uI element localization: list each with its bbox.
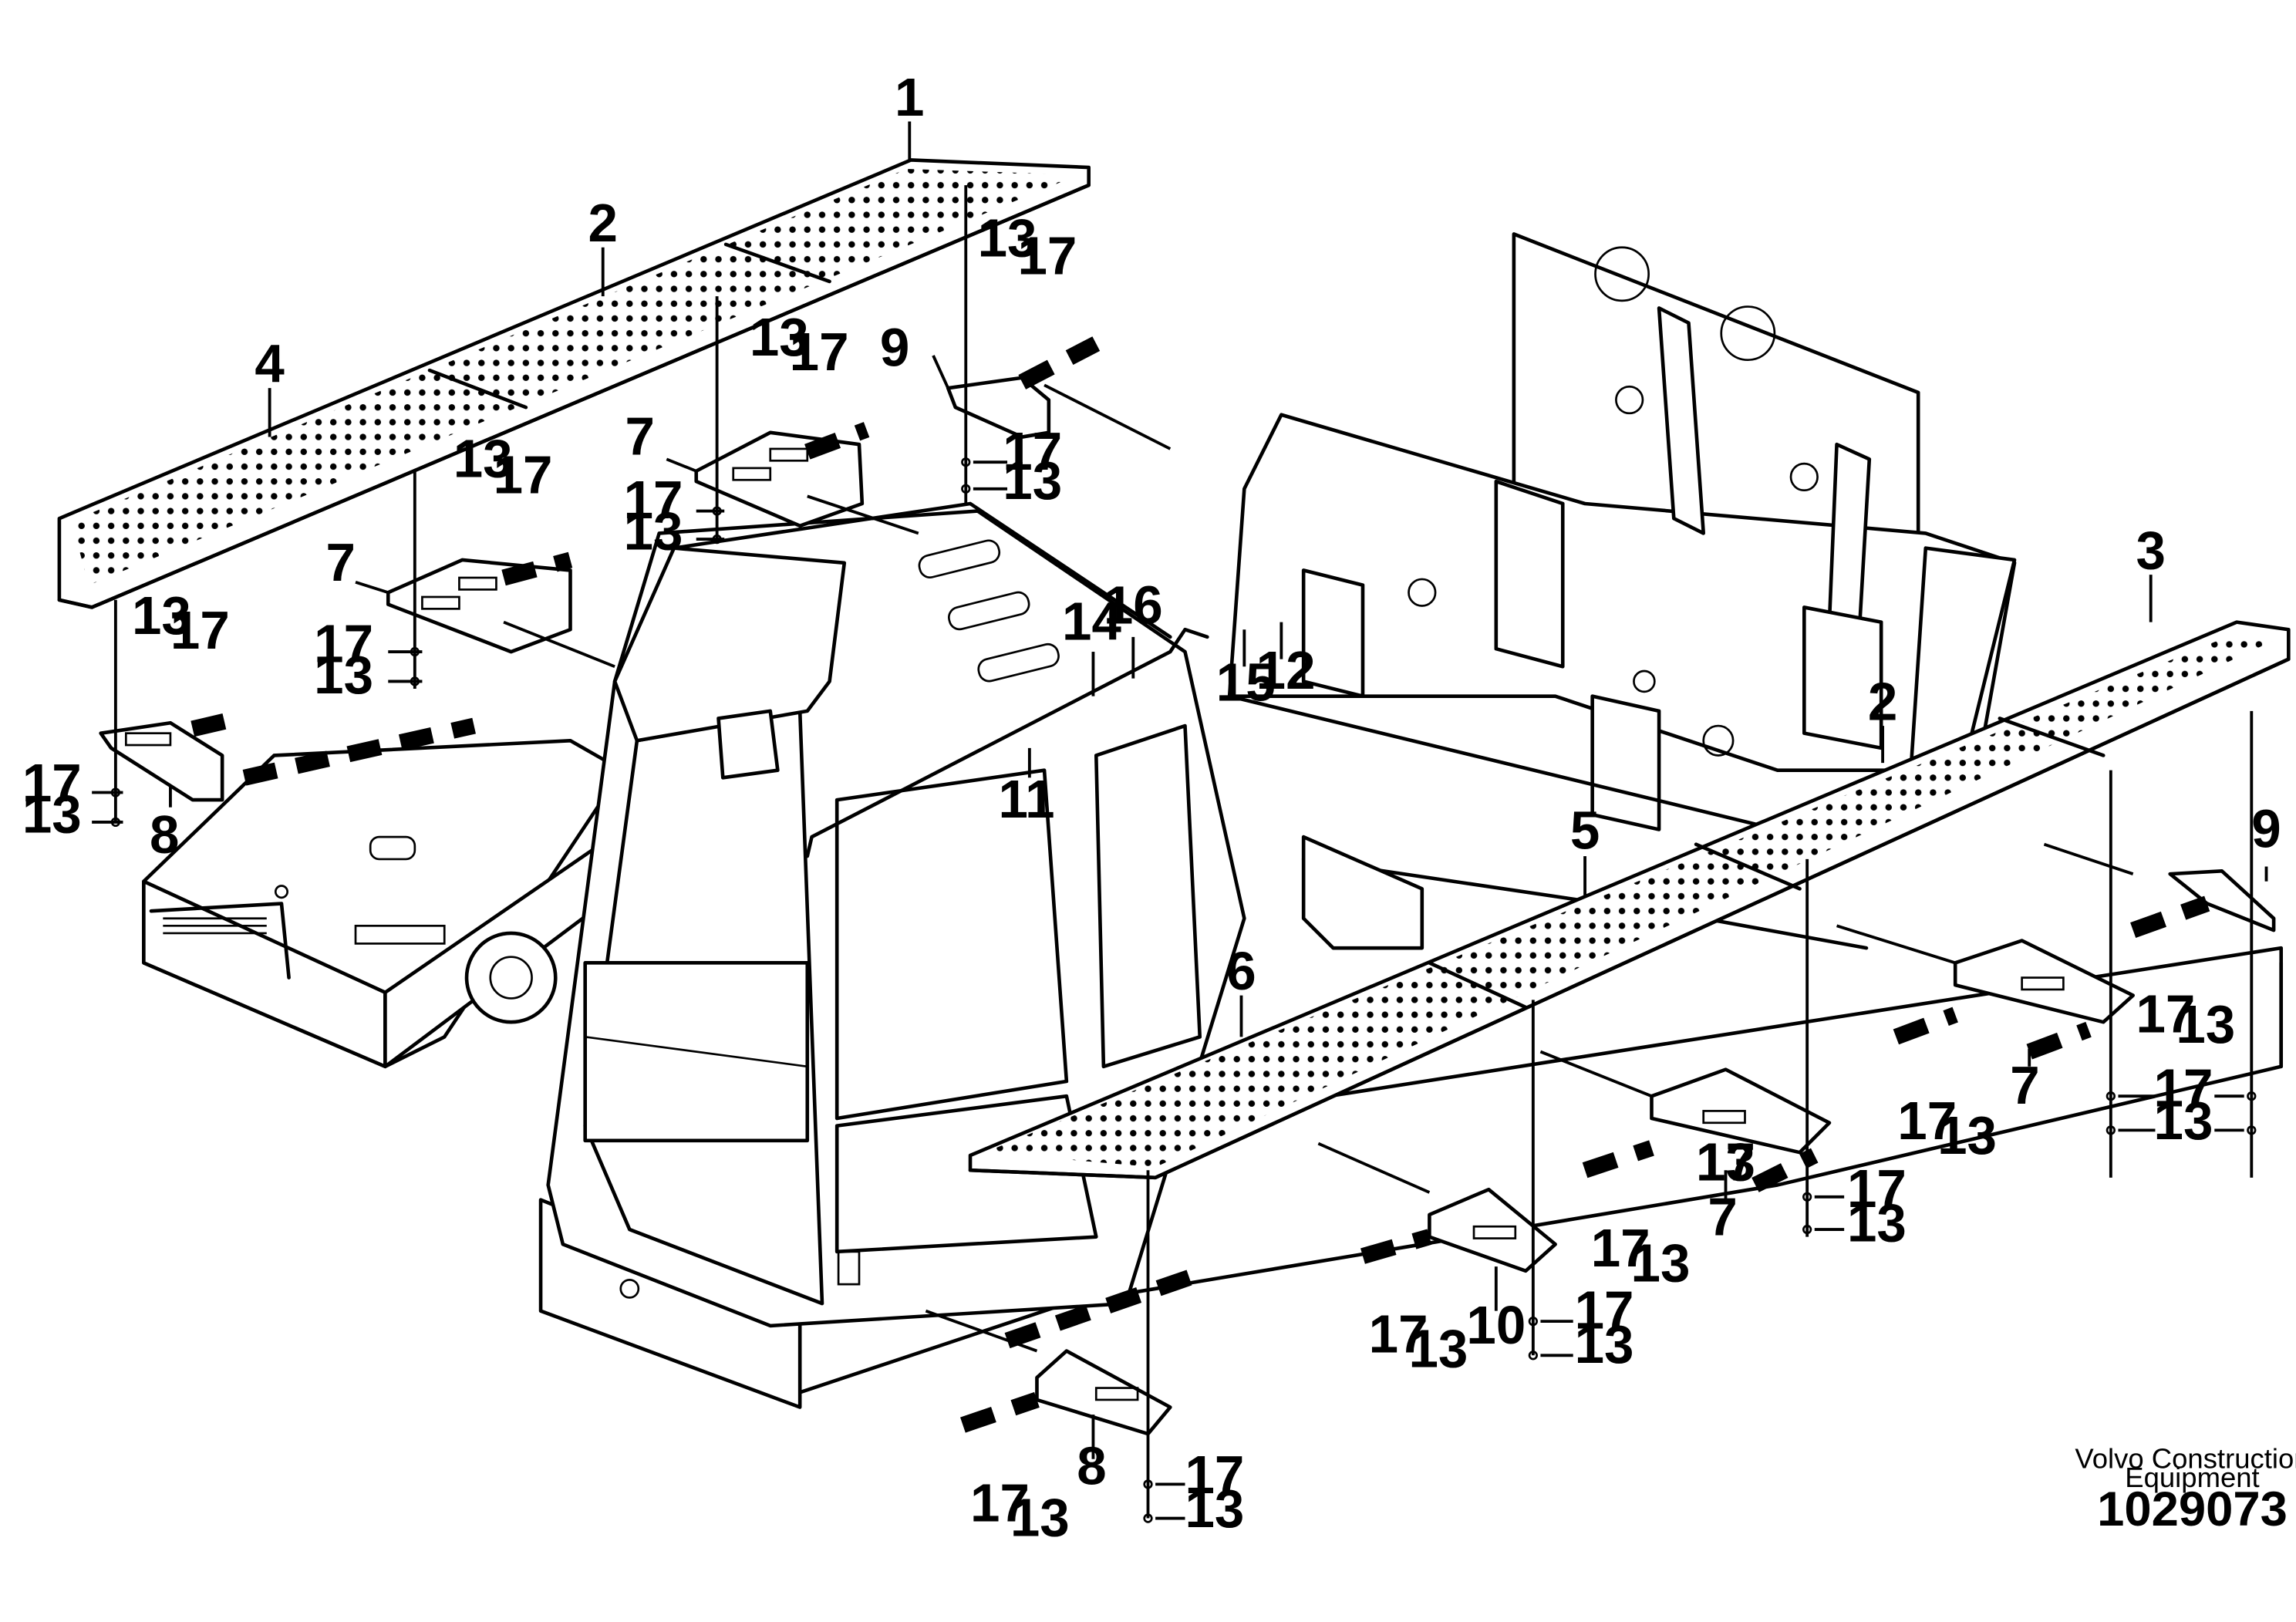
callout-5: 5 (1570, 800, 1600, 860)
callout-17: 17 (1897, 1091, 1957, 1151)
callout-16: 16 (1104, 575, 1163, 636)
callout-13: 13 (453, 428, 513, 488)
callout-7: 7 (2010, 1055, 2039, 1115)
callout-17: 17 (2136, 984, 2195, 1044)
callout-17: 17 (1575, 1280, 1634, 1340)
callout-2: 2 (1868, 671, 1897, 731)
callout-17: 17 (314, 613, 373, 673)
bracket-7-c (1893, 939, 2135, 1060)
callout-17: 17 (494, 445, 553, 505)
callout-17: 17 (1369, 1303, 1428, 1364)
callout-12: 12 (1256, 640, 1316, 700)
callout-2: 2 (588, 193, 618, 253)
bracket-10 (1360, 1187, 1557, 1273)
callout-9: 9 (2251, 799, 2281, 859)
callout-1: 1 (895, 67, 924, 127)
callout-17: 17 (970, 1472, 1030, 1533)
callout-13: 13 (2154, 1091, 2213, 1151)
brand-line-2: Equipment (2125, 1462, 2259, 1493)
callout-17: 17 (170, 600, 230, 660)
walkway-left (57, 158, 1091, 609)
callout-13: 13 (314, 645, 373, 705)
callout-13: 13 (132, 585, 191, 646)
callout-7: 7 (326, 532, 356, 592)
callout-15: 15 (1216, 652, 1276, 712)
callout-17: 17 (1017, 225, 1077, 285)
callout-17: 17 (1696, 1132, 1755, 1192)
callout-10: 10 (1466, 1295, 1526, 1355)
callout-8: 8 (150, 804, 179, 865)
handrail-11 (805, 627, 1209, 858)
bracket-7-b (386, 551, 573, 654)
bracket-8-right (960, 1266, 1203, 1436)
callout-17: 17 (1847, 1158, 1907, 1219)
bracket-7-d (1582, 1067, 1832, 1192)
bracket-9-right (2130, 868, 2276, 939)
callout-17: 17 (1003, 421, 1062, 481)
callout-13: 13 (1847, 1192, 1907, 1253)
callout-13: 13 (2176, 994, 2235, 1054)
callout-6: 6 (1226, 941, 1256, 1001)
callout-13: 13 (1003, 450, 1062, 511)
callout-11: 11 (998, 769, 1054, 829)
callout-3: 3 (2136, 520, 2165, 580)
bracket-8-left (99, 710, 476, 802)
callout-14: 14 (1062, 592, 1121, 652)
callout-7: 7 (625, 406, 655, 467)
upper-frame (1227, 232, 2017, 950)
callout-17: 17 (1591, 1218, 1650, 1278)
callout-13: 13 (1575, 1314, 1634, 1374)
callout-13: 13 (624, 501, 683, 561)
callout-13: 13 (1937, 1105, 1997, 1165)
leader-lines (113, 121, 2268, 1519)
walkway-right (968, 620, 2291, 1180)
callout-17: 17 (22, 753, 82, 813)
document-number: 1029073 (2097, 1482, 2288, 1536)
callout-17: 17 (2154, 1058, 2213, 1118)
callout-13: 13 (978, 207, 1037, 268)
callout-13: 13 (750, 307, 809, 367)
callout-9: 9 (880, 317, 909, 377)
brand-block: Volvo Construction Equipment 1029073 (2075, 1442, 2296, 1536)
callout-13: 13 (1696, 1132, 1755, 1192)
callout-labels: 1 2 2 3 4 5 6 7 7 7 7 8 8 9 9 10 11 12 1… (22, 67, 2281, 1548)
callout-4: 4 (255, 334, 285, 394)
brand-line-1: Volvo Construction (2075, 1442, 2296, 1474)
callout-13: 13 (1185, 1479, 1244, 1539)
callout-13: 13 (1408, 1319, 1468, 1379)
callout-13: 13 (1631, 1233, 1691, 1293)
callout-17: 17 (1185, 1445, 1244, 1505)
fastener-leaders (92, 460, 2244, 1520)
callout-13: 13 (22, 784, 82, 844)
callout-7: 7 (1708, 1187, 1737, 1247)
callout-17: 17 (624, 470, 683, 530)
callout-8: 8 (1077, 1435, 1106, 1496)
callout-17: 17 (790, 322, 849, 382)
bracket-7-a (694, 422, 870, 528)
bracket-9-left (946, 336, 1101, 439)
callout-13: 13 (1010, 1488, 1070, 1548)
